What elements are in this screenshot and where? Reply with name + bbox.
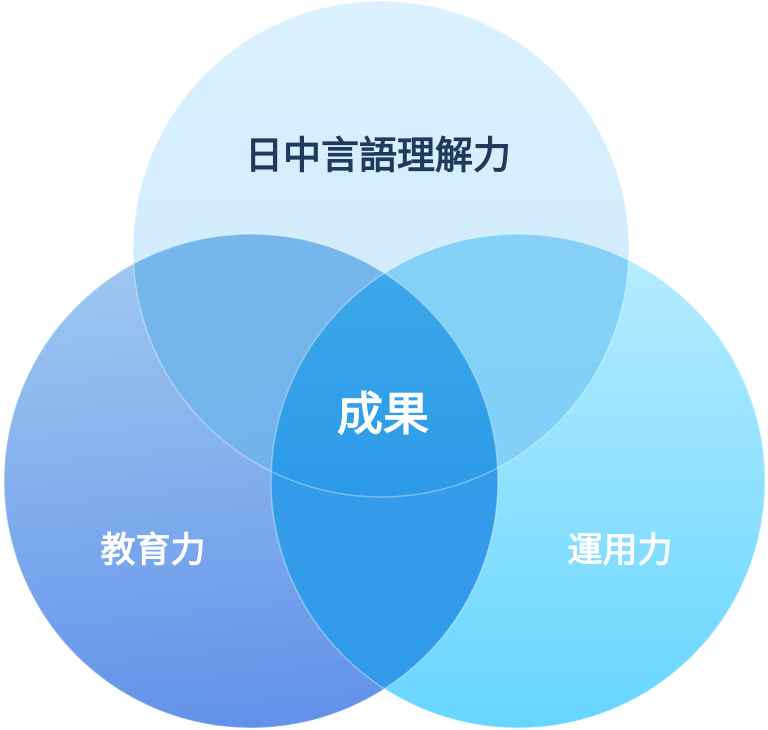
outline-education — [3, 233, 499, 729]
label-application: 運用力 — [567, 531, 672, 571]
label-language: 日中言語理解力 — [245, 134, 511, 178]
overlap-center — [271, 234, 498, 497]
outline-language — [132, 0, 630, 498]
label-education: 教育力 — [100, 531, 205, 571]
outline-application — [270, 233, 766, 729]
label-result: 成果 — [337, 387, 429, 441]
